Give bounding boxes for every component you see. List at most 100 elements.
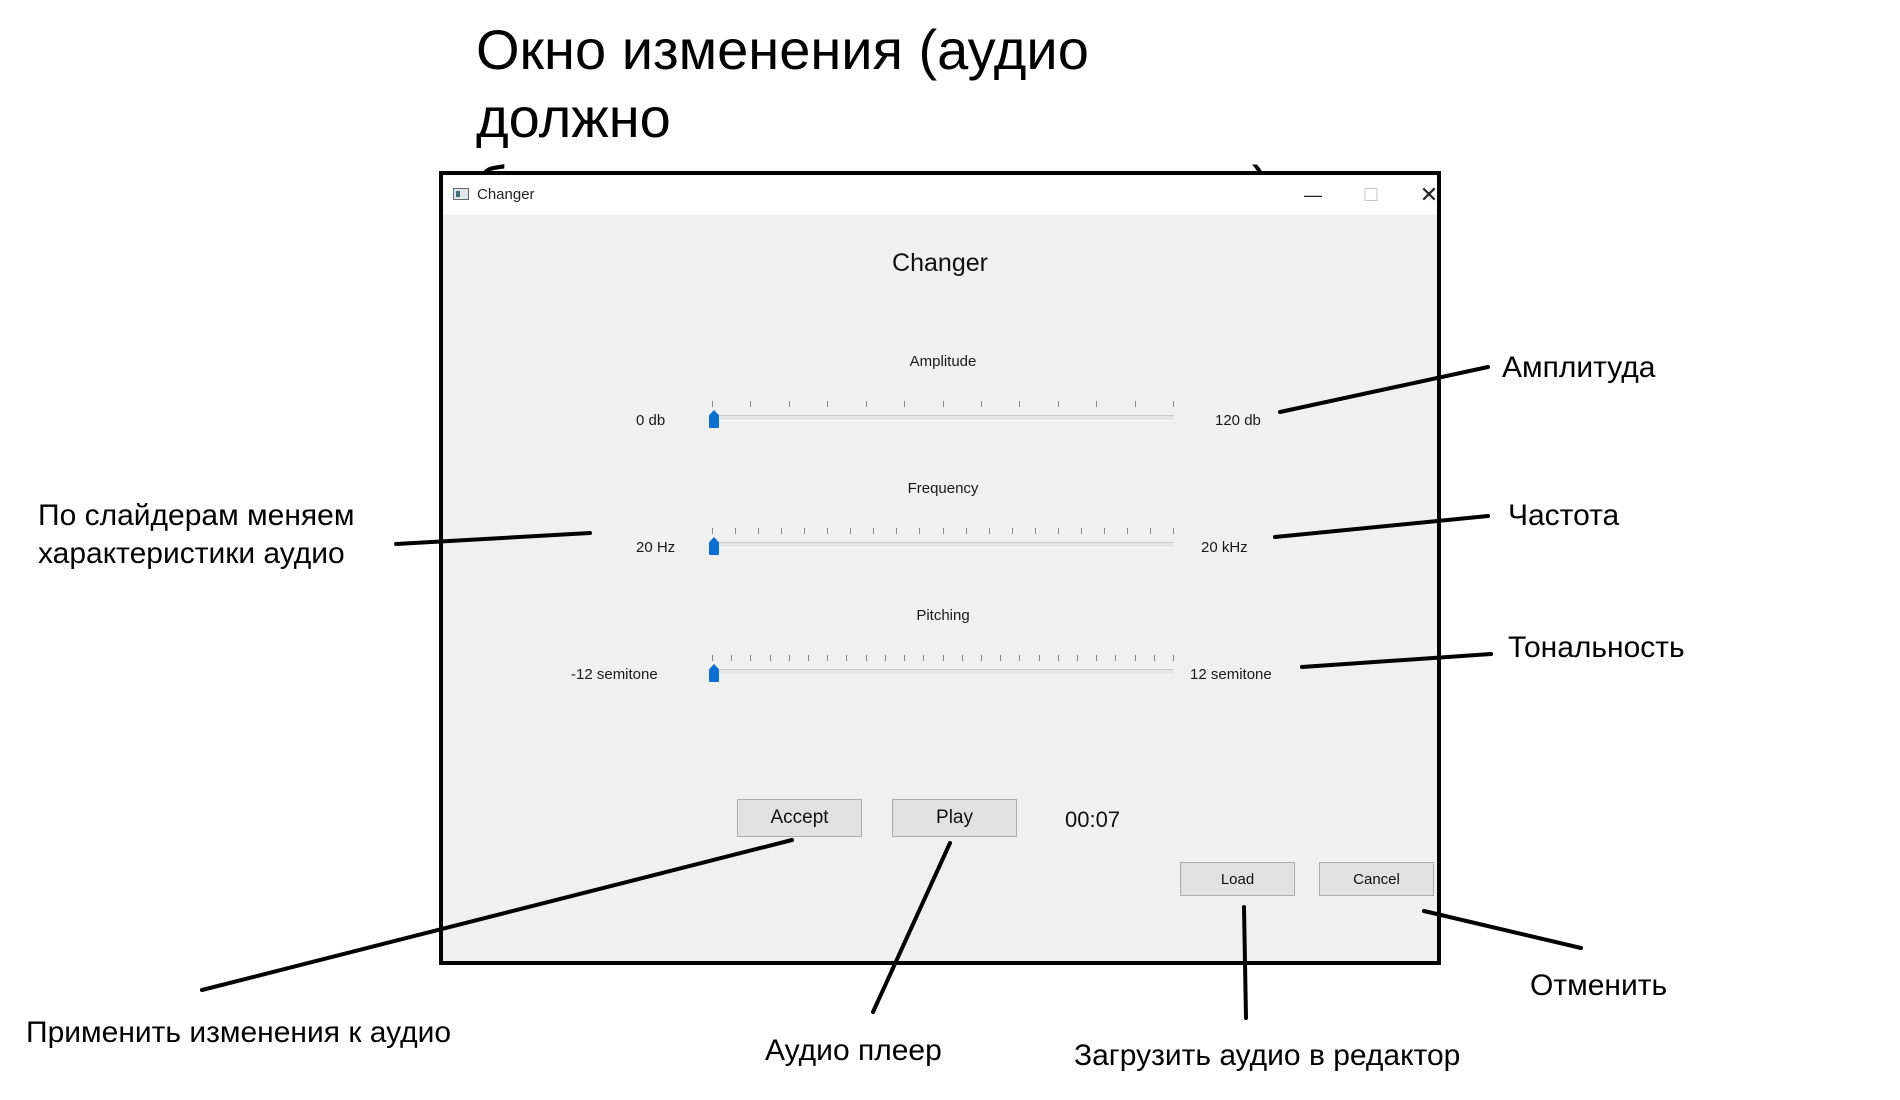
- slider-tick: [1058, 655, 1059, 661]
- slider-tick: [712, 655, 713, 661]
- slider-tick: [789, 401, 790, 407]
- slider-tick: [1058, 401, 1059, 407]
- frequency-pointer-line: [1273, 514, 1490, 539]
- slider-tick: [904, 401, 905, 407]
- slider-tick: [750, 401, 751, 407]
- slider-tick: [1058, 528, 1059, 534]
- annotation-apply: Применить изменения к аудио: [26, 1016, 452, 1049]
- slider-tick: [804, 528, 805, 534]
- app-icon: [453, 188, 469, 200]
- slider-tick: [712, 401, 713, 407]
- slider-tick: [1173, 528, 1174, 534]
- apply-pointer-line: [200, 838, 794, 992]
- slider-tick: [1077, 655, 1078, 661]
- frequency-slider-thumb[interactable]: [709, 537, 719, 555]
- annotation-player: Аудио плеер: [765, 1034, 942, 1067]
- pitching-slider-thumb[interactable]: [709, 664, 719, 682]
- slider-tick: [827, 655, 828, 661]
- slider-tick: [1035, 528, 1036, 534]
- player-pointer-line: [871, 841, 952, 1014]
- slider-tick: [981, 655, 982, 661]
- play-button[interactable]: Play: [892, 799, 1017, 837]
- slider-tick: [827, 401, 828, 407]
- slider-tick: [781, 528, 782, 534]
- slider-tick: [923, 655, 924, 661]
- pitching-label: Pitching: [916, 607, 970, 624]
- slider-tick: [885, 655, 886, 661]
- frequency-ticks: [712, 528, 1174, 536]
- close-button[interactable]: ✕: [1419, 182, 1439, 207]
- annotation-frequency: Частота: [1508, 499, 1620, 532]
- slider-tick: [1000, 655, 1001, 661]
- maximize-button[interactable]: ☐: [1362, 184, 1380, 205]
- window-titlebar[interactable]: Changer — ☐ ✕: [443, 175, 1438, 215]
- slider-tick: [1081, 528, 1082, 534]
- slider-tick: [846, 655, 847, 661]
- annotation-pitch: Тональность: [1508, 631, 1685, 664]
- slider-tick: [919, 528, 920, 534]
- slider-tick: [943, 401, 944, 407]
- amplitude-label: Amplitude: [909, 353, 977, 370]
- slider-tick: [850, 528, 851, 534]
- slider-tick: [1150, 528, 1151, 534]
- slider-tick: [966, 528, 967, 534]
- cancel-button[interactable]: Cancel: [1319, 862, 1434, 896]
- minimize-button[interactable]: —: [1304, 184, 1322, 205]
- slider-tick: [981, 401, 982, 407]
- pitch-pointer-line: [1300, 652, 1493, 669]
- pitching-ticks: [712, 655, 1174, 663]
- frequency-min-label: 20 Hz: [636, 539, 676, 556]
- slider-tick: [1173, 401, 1174, 407]
- amplitude-min-label: 0 db: [636, 412, 666, 429]
- slider-tick: [770, 655, 771, 661]
- slider-tick: [1135, 655, 1136, 661]
- slider-tick: [758, 528, 759, 534]
- annotation-load: Загрузить аудио в редактор: [1074, 1039, 1461, 1072]
- slider-tick: [1096, 401, 1097, 407]
- slider-tick: [943, 528, 944, 534]
- annotation-cancel: Отменить: [1530, 969, 1668, 1002]
- annotation-sliders: По слайдерам меняем характеристики аудио: [38, 497, 354, 573]
- slider-tick: [866, 655, 867, 661]
- app-header: Changer: [892, 249, 988, 277]
- slider-tick: [904, 655, 905, 661]
- changer-window: Changer — ☐ ✕ Changer Amplitude 0 db 120…: [439, 171, 1441, 965]
- slider-tick: [896, 528, 897, 534]
- annotation-amplitude: Амплитуда: [1502, 351, 1656, 384]
- slider-tick: [1154, 655, 1155, 661]
- slider-tick: [1135, 401, 1136, 407]
- slider-tick: [1039, 655, 1040, 661]
- window-title: Changer: [477, 186, 535, 203]
- annotation-sliders-line-1: По слайдерам меняем: [38, 499, 355, 532]
- accept-button[interactable]: Accept: [737, 799, 862, 837]
- sliders-pointer-line: [394, 531, 592, 546]
- playback-timer: 00:07: [1065, 807, 1121, 832]
- pitching-max-label: 12 semitone: [1190, 666, 1272, 683]
- slider-tick: [731, 655, 732, 661]
- slider-tick: [962, 655, 963, 661]
- slider-tick: [989, 528, 990, 534]
- slider-tick: [750, 655, 751, 661]
- slider-tick: [943, 655, 944, 661]
- slider-tick: [1104, 528, 1105, 534]
- amplitude-slider-track[interactable]: [712, 415, 1174, 421]
- frequency-slider-track[interactable]: [712, 542, 1174, 548]
- cancel-pointer-line: [1422, 909, 1583, 950]
- page-heading-line-1: Окно изменения (аудио должно: [476, 18, 1089, 149]
- slider-tick: [1115, 655, 1116, 661]
- load-button[interactable]: Load: [1180, 862, 1295, 896]
- slider-tick: [873, 528, 874, 534]
- amplitude-pointer-line: [1278, 365, 1490, 414]
- slider-tick: [712, 528, 713, 534]
- slider-tick: [827, 528, 828, 534]
- load-pointer-line: [1242, 905, 1248, 1020]
- slider-tick: [1019, 655, 1020, 661]
- slider-tick: [1096, 655, 1097, 661]
- slider-tick: [735, 528, 736, 534]
- amplitude-max-label: 120 db: [1215, 412, 1261, 429]
- frequency-label: Frequency: [907, 480, 979, 497]
- pitching-slider-track[interactable]: [712, 669, 1174, 675]
- amplitude-slider-thumb[interactable]: [709, 410, 719, 428]
- slider-tick: [1012, 528, 1013, 534]
